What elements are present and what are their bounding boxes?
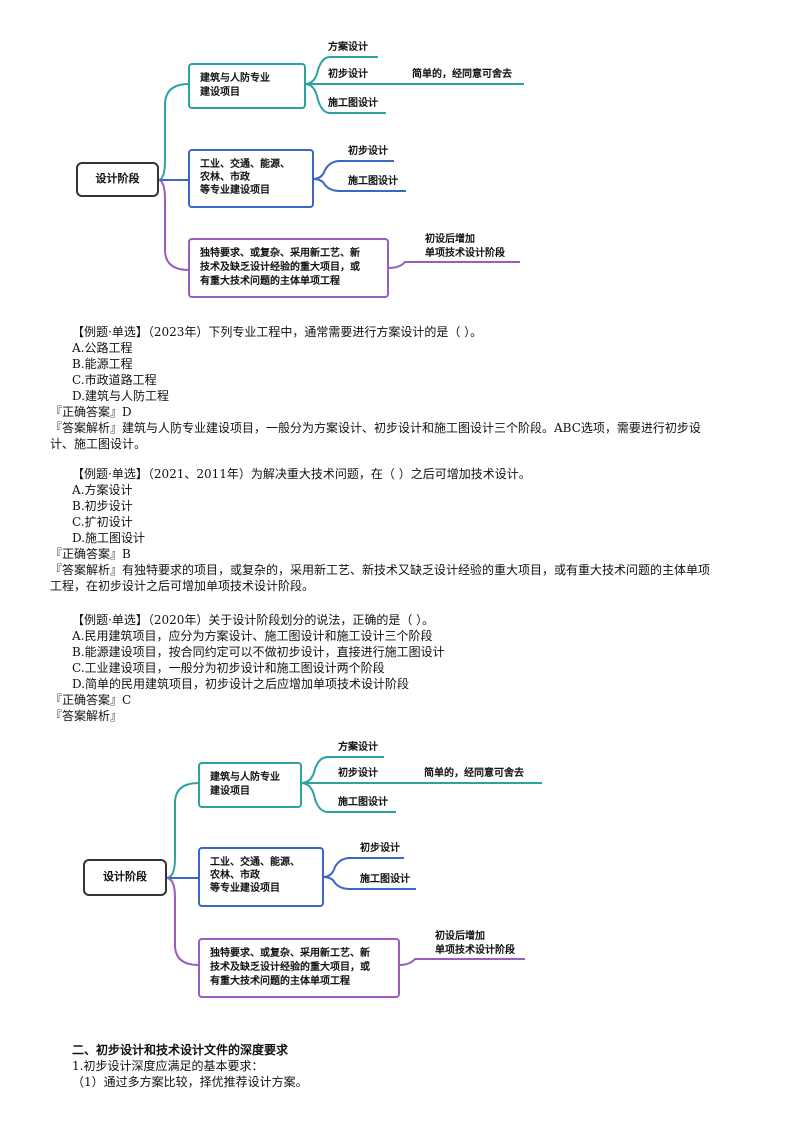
q3-option-a: A.民用建筑项目，应分为方案设计、施工图设计和施工设计三个阶段 [72,629,433,643]
q1-analysis-line2: 计、施工图设计。 [50,437,147,451]
q1-answer: 『正确答案』D [50,405,132,419]
branch3-node-box-2 [198,938,400,998]
branch1-line2: 建设项目 [200,87,240,98]
q1-option-d: D.建筑与人防工程 [72,389,170,403]
branch1-line1-2: 建筑与人防专业 [210,772,280,783]
branch3-leaf-line1: 初设后增加 [425,234,475,245]
q2-option-d: D.施工图设计 [72,531,146,545]
branch1-line1: 建筑与人防专业 [200,73,270,84]
branch1-leaf-1-2: 方案设计 [338,742,378,753]
q3-option-c: C.工业建设项目，一般分为初步设计和施工图设计两个阶段 [72,661,385,675]
branch2-leaf-1: 初步设计 [348,146,388,157]
branch1-note: 简单的，经同意可舍去 [412,69,512,80]
section-subheading: 1.初步设计深度应满足的基本要求： [72,1059,264,1073]
branch3-leaf-line1-2: 初设后增加 [435,931,485,942]
mindmap-connectors-2 [83,756,542,998]
branch3-line3-2: 有重大技术问题的主体单项工程 [210,976,350,987]
branch3-leaf-line2-2: 单项技术设计阶段 [435,945,515,956]
branch3-line1-2: 独特要求、或复杂、采用新工艺、新 [210,948,370,959]
mindmap-bottom: 设计阶段 建筑与人防专业 建设项目 方案设计 初步设计 简单的，经同意可舍去 施… [0,725,800,1025]
q1-analysis-line1: 『答案解析』建筑与人防专业建设项目，一般分为方案设计、初步设计和施工图设计三个阶… [50,421,701,435]
branch2-node-box [188,149,314,208]
branch1-line2-2: 建设项目 [210,786,250,797]
branch2-line1: 工业、交通、能源、 [200,159,290,170]
branch2-line3: 等专业建设项目 [200,185,270,196]
branch3-leaf-line2: 单项技术设计阶段 [425,248,505,259]
q3-option-b: B.能源建设项目，按合同约定可以不做初步设计，直接进行施工图设计 [72,645,445,659]
q3-analysis: 『答案解析』 [50,709,123,723]
branch3-line2: 技术及缺乏设计经验的重大项目，或 [200,262,360,273]
branch3-line2-2: 技术及缺乏设计经验的重大项目，或 [210,962,370,973]
root-node-label-2: 设计阶段 [103,870,147,883]
q3-stem: 【例题·单选】（2020年）关于设计阶段划分的说法，正确的是（ ）。 [72,613,435,627]
root-node-label: 设计阶段 [95,172,140,185]
q3-option-d: D.简单的民用建筑项目，初步设计之后应增加单项技术设计阶段 [72,677,410,691]
branch2-line2-2: 农林、市政 [210,870,260,881]
q2-analysis-line1: 『答案解析』有独特要求的项目，或复杂的，采用新工艺、新技术又缺乏设计经验的重大项… [50,563,711,577]
branch2-leaf-2: 施工图设计 [348,176,398,187]
branch3-line3: 有重大技术问题的主体单项工程 [200,276,340,287]
q2-option-b: B.初步设计 [72,499,133,513]
q2-stem: 【例题·单选】（2021、2011年）为解决重大技术问题，在（ ）之后可增加技术… [72,467,531,481]
branch1-leaf-3-2: 施工图设计 [338,797,388,808]
branch3-line1: 独特要求、或复杂、采用新工艺、新 [200,248,360,259]
q2-answer: 『正确答案』B [50,547,131,561]
mindmap-top: 设计阶段 建筑与人防专业 建设项目 方案设计 初步设计 简单的，经同意可舍去 施… [0,0,800,310]
q2-option-c: C.扩初设计 [72,515,133,529]
branch1-leaf-2: 初步设计 [328,69,368,80]
q1-stem: 【例题·单选】（2023年）下列专业工程中，通常需要进行方案设计的是（ ）。 [72,325,483,339]
branch1-node-box [188,63,306,109]
branch2-line1-2: 工业、交通、能源、 [210,857,300,868]
branch1-note-2: 简单的，经同意可舍去 [424,768,524,779]
branch2-line3-2: 等专业建设项目 [210,883,280,894]
branch1-leaf-2-2: 初步设计 [338,768,378,779]
section-item-1: （1）通过多方案比较，择优推荐设计方案。 [72,1075,308,1089]
branch2-node-box-2 [198,847,324,907]
q1-option-c: C.市政道路工程 [72,373,157,387]
root-node-box-2 [83,859,167,896]
q2-analysis-line2: 工程，在初步设计之后可增加单项技术设计阶段。 [50,579,315,593]
q1-option-b: B.能源工程 [72,357,133,371]
mindmap-connectors [76,56,524,298]
branch2-leaf-1-2: 初步设计 [360,843,400,854]
branch2-leaf-2-2: 施工图设计 [360,874,410,885]
branch1-leaf-3: 施工图设计 [328,98,378,109]
branch1-leaf-1: 方案设计 [328,42,368,53]
branch2-line2: 农林、市政 [200,172,250,183]
root-node-box [76,162,159,197]
branch3-node-box [188,238,389,298]
q1-option-a: A.公路工程 [72,341,133,355]
section-heading: 二、初步设计和技术设计文件的深度要求 [72,1043,289,1057]
branch1-node-box-2 [198,762,302,808]
q2-option-a: A.方案设计 [72,483,133,497]
q3-answer: 『正确答案』C [50,693,132,707]
